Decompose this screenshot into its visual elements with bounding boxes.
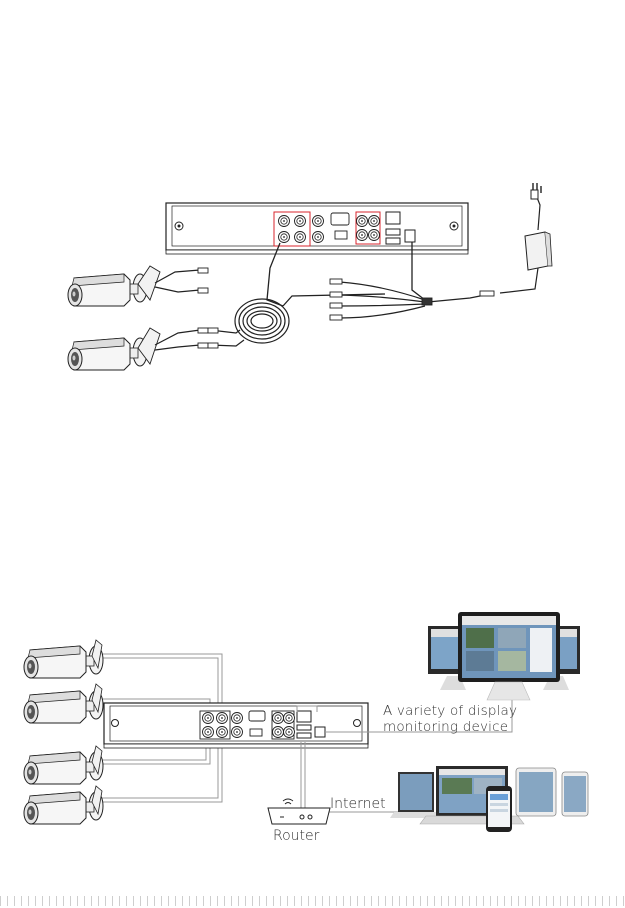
bullet-camera-icon xyxy=(24,746,103,784)
tablet-icon xyxy=(516,768,556,816)
laptop-icon xyxy=(390,772,444,818)
bullet-camera-icon xyxy=(68,266,160,306)
smartphone-icon xyxy=(486,786,512,832)
display-device-label: A variety of display monitoring device xyxy=(383,703,517,735)
router-icon xyxy=(268,799,330,824)
internet-label: Internet xyxy=(330,796,386,812)
cable-coil-icon xyxy=(235,299,289,343)
dvr-recorder-icon xyxy=(104,703,368,748)
dvr-recorder-icon xyxy=(166,203,468,254)
bullet-camera-icon xyxy=(68,328,160,370)
bullet-camera-icon xyxy=(24,786,103,824)
page-footer-rule xyxy=(0,896,625,906)
display-label-line1: A variety of display xyxy=(383,703,517,719)
tablet-icon xyxy=(562,772,588,816)
bullet-camera-icon xyxy=(24,684,103,723)
top-diagram xyxy=(68,183,552,370)
display-label-line2: monitoring device xyxy=(383,719,517,735)
router-label: Router xyxy=(273,828,319,844)
bullet-camera-icon xyxy=(24,640,103,678)
